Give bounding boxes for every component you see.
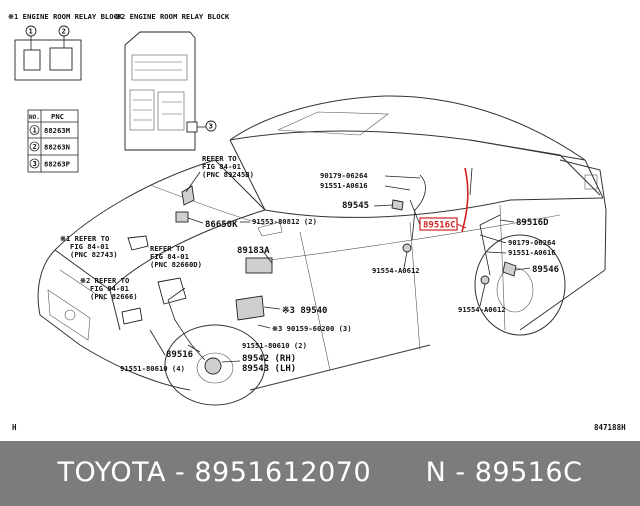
- label-91551-80610-4: 91551-80610 (4): [120, 364, 185, 373]
- refer-89245B-line-3: (PNC 89245B): [202, 170, 254, 179]
- label-89516D: 89516D: [516, 218, 549, 228]
- label-90179-06264-right: 90179-06264: [508, 238, 556, 247]
- label-89183A: 89183A: [237, 246, 270, 256]
- pnc-row-2-code: 88263N: [44, 143, 70, 152]
- corner-code-left: H: [12, 423, 17, 432]
- pnc-table-header-no: NO.: [29, 114, 40, 121]
- relay-number-3: 3: [209, 122, 213, 131]
- refer-82666-line-2: FIG 84-01: [90, 284, 129, 293]
- label-91554-A0612-right: 91554-A0612: [458, 305, 506, 314]
- car-outline-drawing: [37, 95, 607, 406]
- leader-lines: [149, 171, 531, 363]
- relay-number-2: 2: [62, 27, 66, 36]
- label-91551-A0616-right: 91551-A0616: [508, 248, 556, 257]
- refer-82660D-line-2: FIG 84-01: [150, 252, 189, 261]
- refer-89245B-line-1: REFER TO: [202, 154, 237, 163]
- refer-82660D-line-3: (PNC 82660D): [150, 260, 202, 269]
- label-89516: 89516: [166, 350, 193, 360]
- label-89516C: 89516C: [423, 221, 456, 231]
- relay-block-1-title: ※1 ENGINE ROOM RELAY BLOCK: [8, 12, 123, 21]
- label-89546: 89546: [532, 265, 559, 275]
- relay-number-1: 1: [29, 27, 33, 36]
- parts-drawings: [121, 167, 517, 375]
- footer-part-number: TOYOTA - 8951612070 N - 89516C: [57, 457, 583, 488]
- refer-82666-line-3: (PNC 82666): [90, 292, 138, 301]
- refer-82743-line-1: ※1 REFER TO: [60, 234, 109, 243]
- pnc-row-1-code: 88263M: [44, 126, 71, 135]
- highlight-box-89516C: [419, 217, 458, 231]
- label-91554-A0612-mid: 91554-A0612: [372, 266, 420, 275]
- label-89545: 89545: [342, 201, 369, 211]
- label-91553-80812: 91553-80812 (2): [252, 217, 317, 226]
- label-89543: 89543 (LH): [242, 364, 296, 374]
- parts-diagram: ※1 ENGINE ROOM RELAY BLOCK 1 2 ※2 ENGINE…: [8, 12, 607, 406]
- relay-block-1-drawing: [14, 25, 82, 81]
- label-89542: 89542 (RH): [242, 354, 296, 364]
- highlight-89516C-drawing: [456, 167, 469, 233]
- pnc-row-1-no: 1: [33, 126, 37, 135]
- pnc-table-header-pnc: PNC: [51, 112, 64, 121]
- refer-82743-line-3: (PNC 82743): [70, 250, 118, 259]
- refer-82660D-line-1: REFER TO: [150, 244, 185, 253]
- label-91551-A0616-top: 91551-A0616: [320, 181, 368, 190]
- pnc-row-2-no: 2: [33, 142, 37, 151]
- refer-89245B-line-2: FIG 84-01: [202, 162, 241, 171]
- label-86650K: 86650K: [205, 220, 238, 230]
- pnc-table: [27, 109, 79, 173]
- label-90159-60200: ※3 90159-60200 (3): [272, 324, 352, 333]
- relay-block-2-drawing: [124, 31, 217, 151]
- footer-bar: TOYOTA - 8951612070 N - 89516C: [0, 441, 640, 506]
- label-91551-80610-2: 91551-80610 (2): [242, 341, 307, 350]
- pnc-row-3-no: 3: [33, 159, 37, 168]
- refer-82666-line-1: ※2 REFER TO: [80, 276, 129, 285]
- illustration-code: 847188H: [594, 423, 626, 432]
- refer-82743-line-2: FIG 84-01: [70, 242, 109, 251]
- label-90179-06264-top: 90179-06264: [320, 171, 368, 180]
- relay-block-2-title: ※2 ENGINE ROOM RELAY BLOCK: [115, 12, 230, 21]
- pnc-row-3-code: 88263P: [44, 160, 71, 169]
- label-89540: ※3 89540: [282, 306, 327, 316]
